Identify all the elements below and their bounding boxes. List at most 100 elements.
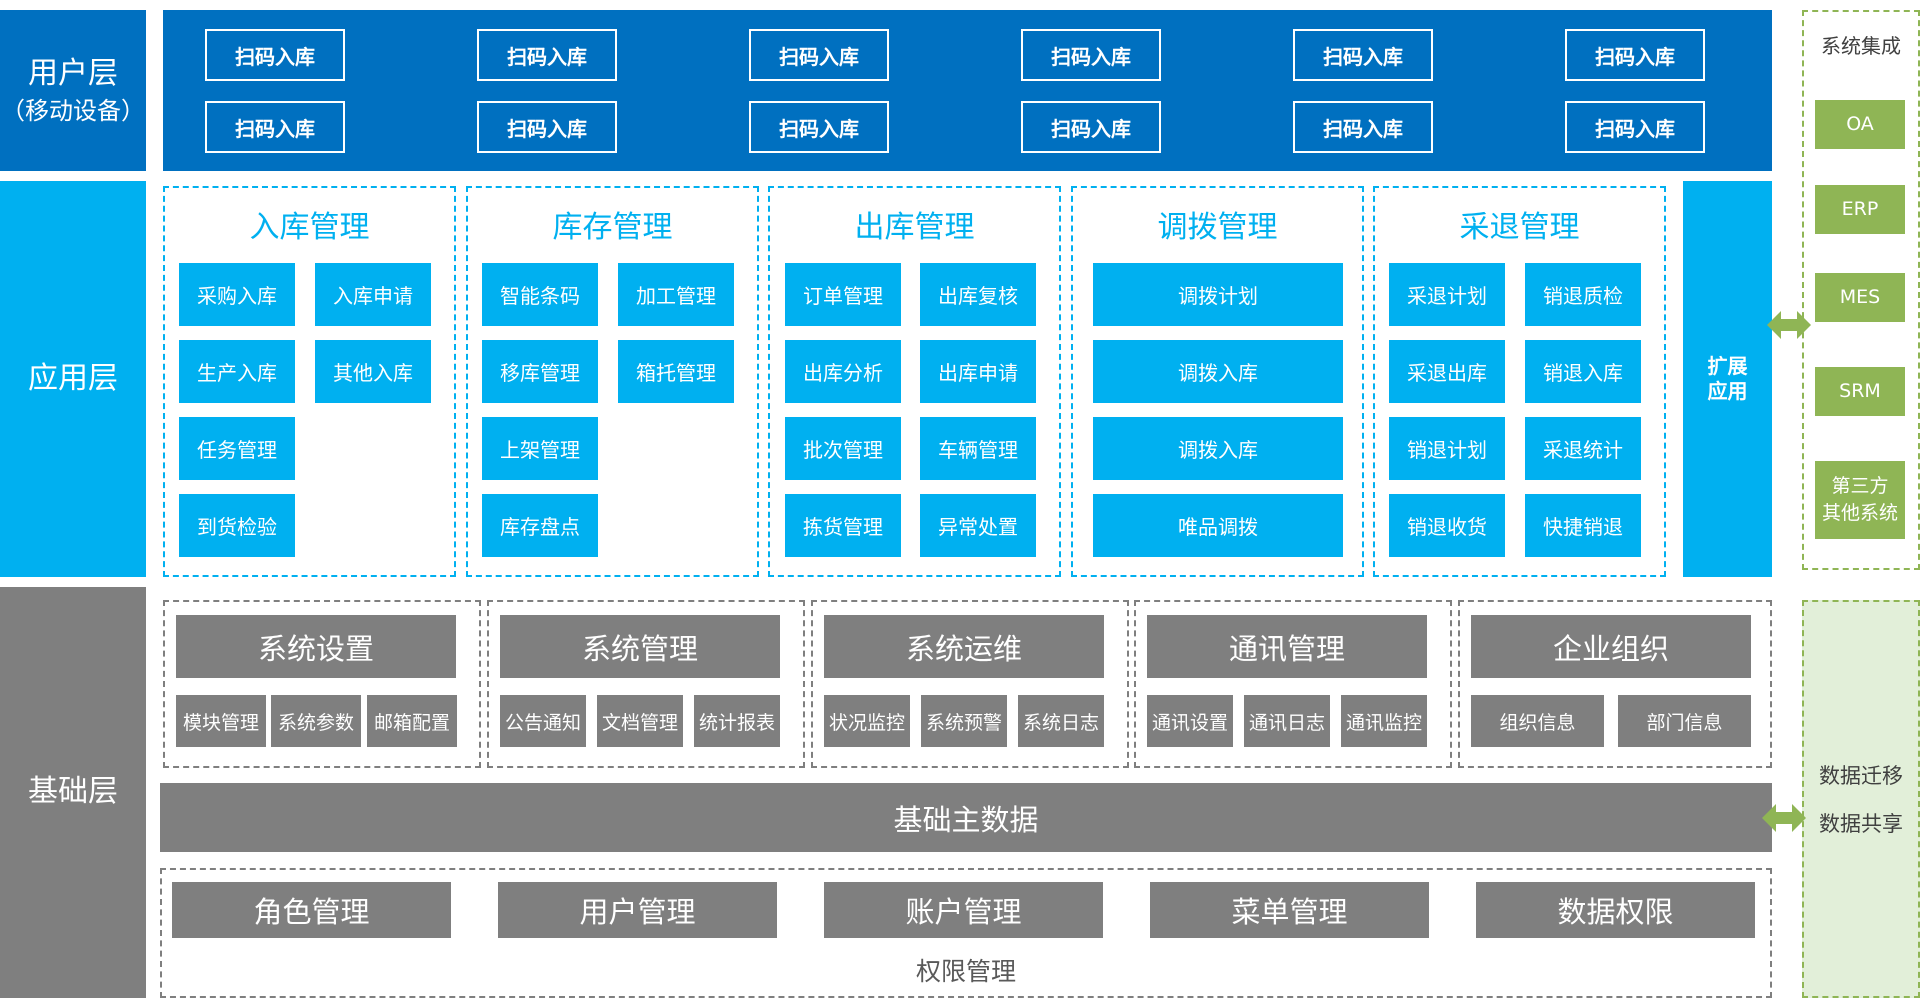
base-module-title: 系统管理 [500, 615, 780, 678]
base-sub-item[interactable]: 系统参数 [271, 695, 361, 747]
app-item[interactable]: 唯品调拨 [1093, 494, 1343, 557]
app-item[interactable]: 采退统计 [1525, 417, 1641, 480]
app-item[interactable]: 调拨入库 [1093, 340, 1343, 403]
permission-item[interactable]: 数据权限 [1476, 882, 1755, 938]
base-sub-item[interactable]: 模块管理 [176, 695, 266, 747]
scan-in-button[interactable]: 扫码入库 [477, 101, 617, 153]
base-sub-item[interactable]: 部门信息 [1618, 695, 1751, 747]
app-item[interactable]: 采退计划 [1389, 263, 1505, 326]
base-module-ops [811, 600, 1129, 768]
application-layer-label: 应用层 [0, 181, 146, 577]
base-sub-item[interactable]: 通讯设置 [1147, 695, 1233, 747]
module-title-inventory: 库存管理 [552, 210, 673, 245]
scan-in-button[interactable]: 扫码入库 [1021, 29, 1161, 81]
app-item[interactable]: 上架管理 [482, 417, 598, 480]
scan-in-button[interactable]: 扫码入库 [205, 101, 345, 153]
app-item[interactable]: 拣货管理 [785, 494, 901, 557]
expand-app-panel[interactable]: 扩展 应用 [1683, 181, 1772, 577]
system-oa[interactable]: OA [1815, 100, 1905, 149]
module-title-inbound: 入库管理 [249, 210, 370, 245]
app-item[interactable]: 销退收货 [1389, 494, 1505, 557]
main-data-bar[interactable]: 基础主数据 [160, 783, 1772, 852]
data-sharing-text: 数据迁移 数据共享 [1802, 750, 1920, 850]
user-layer-title: 用户层 [28, 56, 118, 92]
base-sub-item[interactable]: 系统日志 [1018, 695, 1104, 747]
scan-in-button[interactable]: 扫码入库 [749, 101, 889, 153]
base-module-settings [163, 600, 481, 768]
permission-item[interactable]: 账户管理 [824, 882, 1103, 938]
app-item[interactable]: 采购入库 [179, 263, 295, 326]
app-item[interactable]: 出库分析 [785, 340, 901, 403]
integration-arrow-icon [1767, 311, 1811, 339]
scan-in-button[interactable]: 扫码入库 [1565, 29, 1705, 81]
application-layer-title: 应用层 [28, 360, 118, 396]
scan-in-button[interactable]: 扫码入库 [1293, 29, 1433, 81]
base-sub-item[interactable]: 通讯监控 [1341, 695, 1427, 747]
module-outbound [768, 186, 1061, 577]
base-sub-item[interactable]: 组织信息 [1471, 695, 1604, 747]
app-item[interactable]: 异常处置 [920, 494, 1036, 557]
module-transfer [1071, 186, 1364, 577]
data-migration-label: 数据迁移 [1819, 763, 1903, 788]
permission-box [160, 868, 1772, 998]
system-third-party[interactable]: 第三方 其他系统 [1815, 461, 1905, 539]
scan-in-button[interactable]: 扫码入库 [1293, 101, 1433, 153]
app-item[interactable]: 入库申请 [315, 263, 431, 326]
scan-in-button[interactable]: 扫码入库 [749, 29, 889, 81]
base-sub-item[interactable]: 公告通知 [500, 695, 586, 747]
permission-item[interactable]: 菜单管理 [1150, 882, 1429, 938]
base-sub-item[interactable]: 文档管理 [597, 695, 683, 747]
permission-item[interactable]: 用户管理 [498, 882, 777, 938]
app-item[interactable]: 智能条码 [482, 263, 598, 326]
app-item[interactable]: 调拨计划 [1093, 263, 1343, 326]
app-item[interactable]: 销退入库 [1525, 340, 1641, 403]
scan-in-button[interactable]: 扫码入库 [205, 29, 345, 81]
system-mes[interactable]: MES [1815, 273, 1905, 322]
app-item[interactable]: 出库申请 [920, 340, 1036, 403]
base-module-title: 系统设置 [176, 615, 456, 678]
app-item[interactable]: 出库复核 [920, 263, 1036, 326]
app-item[interactable]: 调拨入库 [1093, 417, 1343, 480]
app-item[interactable]: 任务管理 [179, 417, 295, 480]
base-module-management [487, 600, 805, 768]
app-item[interactable]: 生产入库 [179, 340, 295, 403]
permission-label: 权限管理 [915, 957, 1016, 986]
base-layer-title: 基础层 [28, 774, 118, 810]
expand-app-line2: 应用 [1707, 379, 1748, 403]
app-item[interactable]: 其他入库 [315, 340, 431, 403]
base-module-title: 系统运维 [824, 615, 1104, 678]
third-party-line2: 其他系统 [1821, 502, 1898, 524]
app-item[interactable]: 采退出库 [1389, 340, 1505, 403]
app-item[interactable]: 订单管理 [785, 263, 901, 326]
app-item[interactable]: 销退质检 [1525, 263, 1641, 326]
module-return [1373, 186, 1666, 577]
base-sub-item[interactable]: 统计报表 [694, 695, 780, 747]
permission-item[interactable]: 角色管理 [172, 882, 451, 938]
app-item[interactable]: 移库管理 [482, 340, 598, 403]
app-item[interactable]: 批次管理 [785, 417, 901, 480]
app-item[interactable]: 车辆管理 [920, 417, 1036, 480]
system-erp[interactable]: ERP [1815, 185, 1905, 234]
base-sub-item[interactable]: 状况监控 [824, 695, 910, 747]
module-title-transfer: 调拨管理 [1157, 210, 1278, 245]
scan-in-button[interactable]: 扫码入库 [477, 29, 617, 81]
app-item[interactable]: 箱托管理 [618, 340, 734, 403]
scan-in-button[interactable]: 扫码入库 [1021, 101, 1161, 153]
app-item[interactable]: 库存盘点 [482, 494, 598, 557]
third-party-line1: 第三方 [1831, 475, 1889, 498]
app-item[interactable]: 销退计划 [1389, 417, 1505, 480]
expand-app-line1: 扩展 [1707, 354, 1748, 378]
integration-panel [1802, 10, 1920, 570]
app-item[interactable]: 加工管理 [618, 263, 734, 326]
base-sub-item[interactable]: 通讯日志 [1244, 695, 1330, 747]
system-srm[interactable]: SRM [1815, 367, 1905, 416]
base-module-title: 通讯管理 [1147, 615, 1427, 678]
app-item[interactable]: 快捷销退 [1525, 494, 1641, 557]
module-title-outbound: 出库管理 [854, 210, 975, 245]
data-sharing-panel [1802, 600, 1920, 998]
base-sub-item[interactable]: 邮箱配置 [367, 695, 457, 747]
base-sub-item[interactable]: 系统预警 [921, 695, 1007, 747]
scan-in-button[interactable]: 扫码入库 [1565, 101, 1705, 153]
app-item[interactable]: 到货检验 [179, 494, 295, 557]
base-module-comm [1134, 600, 1452, 768]
